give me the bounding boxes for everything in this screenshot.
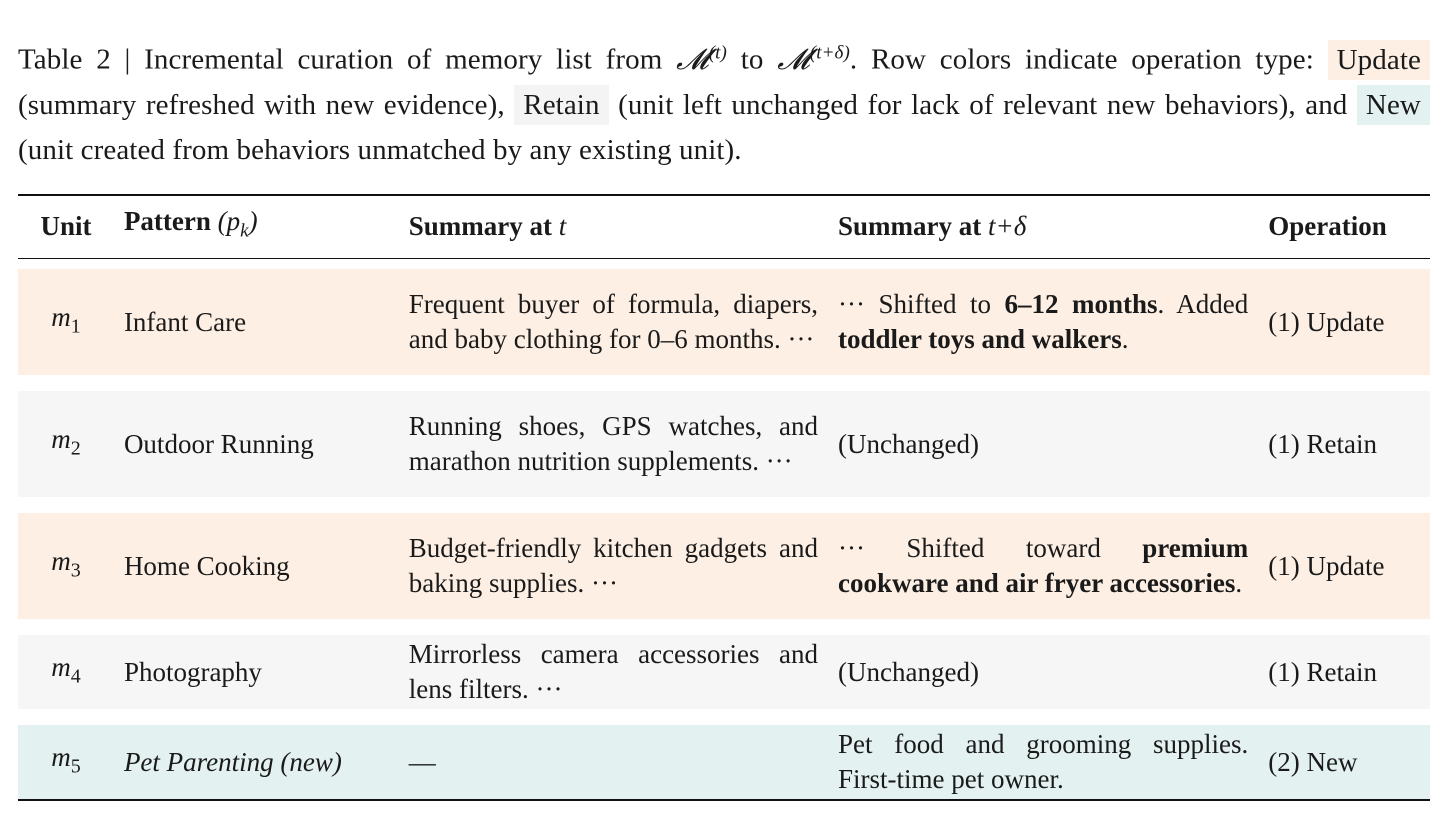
caption-prefix: Table 2 | Incremental curation of memory… <box>18 43 663 76</box>
header-pattern: Pattern (pk) <box>113 194 399 260</box>
header-operation: Operation <box>1258 194 1430 260</box>
operation-cell: (1) Retain <box>1258 635 1430 710</box>
summary-t-delta-cell: (Unchanged) <box>828 391 1259 498</box>
row-spacer <box>18 709 1430 726</box>
pattern-cell: Photography <box>113 635 399 710</box>
row-spacer <box>18 619 1430 636</box>
legend-desc-new: (unit created from behaviors unmatched b… <box>18 133 742 166</box>
summary-t-cell: — <box>398 725 828 802</box>
summary-t-cell: Mirrorless camera accessories and lens f… <box>398 635 828 710</box>
summary-t-delta-cell: ··· Shifted toward premium cookware and … <box>828 513 1259 620</box>
pattern-cell: Infant Care <box>113 269 399 376</box>
caption-after-math: . Row colors indicate operation type: <box>849 43 1314 76</box>
memory-curation-table: Unit Pattern (pk) Summary at t Summary a… <box>18 194 1430 802</box>
table-row: m4 Photography Mirrorless camera accesso… <box>18 635 1430 710</box>
table-row: m5 Pet Parenting (new) — Pet food and gr… <box>18 725 1430 802</box>
summary-t-cell: Running shoes, GPS watches, and marathon… <box>398 391 828 498</box>
summary-t-delta-cell: Pet food and grooming supplies. First-ti… <box>828 725 1259 802</box>
operation-cell: (1) Update <box>1258 513 1430 620</box>
caption-to: to <box>740 43 764 76</box>
pattern-cell: Pet Parenting (new) <box>113 725 399 802</box>
legend-desc-update: (summary refreshed with new evidence), <box>18 88 505 121</box>
legend-desc-retain: (unit left unchanged for lack of relevan… <box>618 88 1348 121</box>
unit-cell: m2 <box>18 391 114 498</box>
operation-cell: (1) Retain <box>1258 391 1430 498</box>
row-spacer <box>18 258 1430 270</box>
unit-cell: m4 <box>18 635 114 710</box>
memory-symbol-from: 𝓜(t) <box>676 42 727 76</box>
header-summary-t: Summary at t <box>398 194 828 260</box>
legend-tag-update: Update <box>1327 39 1430 80</box>
legend-tag-new: New <box>1356 84 1430 125</box>
row-spacer <box>18 375 1430 392</box>
table-row: m3 Home Cooking Budget-friendly kitchen … <box>18 513 1430 620</box>
legend-tag-retain: Retain <box>514 84 609 125</box>
summary-t-delta-cell: (Unchanged) <box>828 635 1259 710</box>
memory-symbol-to: 𝓜(t+δ) <box>777 42 850 76</box>
unit-cell: m5 <box>18 725 114 802</box>
pattern-cell: Outdoor Running <box>113 391 399 498</box>
unit-cell: m1 <box>18 269 114 376</box>
operation-cell: (2) New <box>1258 725 1430 802</box>
summary-t-cell: Frequent buyer of formula, diapers, and … <box>398 269 828 376</box>
operation-cell: (1) Update <box>1258 269 1430 376</box>
summary-t-delta-cell: ··· Shifted to 6–12 months. Added toddle… <box>828 269 1259 376</box>
header-unit: Unit <box>18 194 114 260</box>
summary-t-cell: Budget-friendly kitchen gadgets and baki… <box>398 513 828 620</box>
table-caption: Table 2 | Incremental curation of memory… <box>18 30 1430 173</box>
row-spacer <box>18 497 1430 514</box>
table-header-row: Unit Pattern (pk) Summary at t Summary a… <box>18 194 1430 260</box>
table-row: m1 Infant Care Frequent buyer of formula… <box>18 269 1430 376</box>
pattern-cell: Home Cooking <box>113 513 399 620</box>
table-row: m2 Outdoor Running Running shoes, GPS wa… <box>18 391 1430 498</box>
unit-cell: m3 <box>18 513 114 620</box>
header-summary-t-delta: Summary at t+δ <box>828 194 1259 260</box>
